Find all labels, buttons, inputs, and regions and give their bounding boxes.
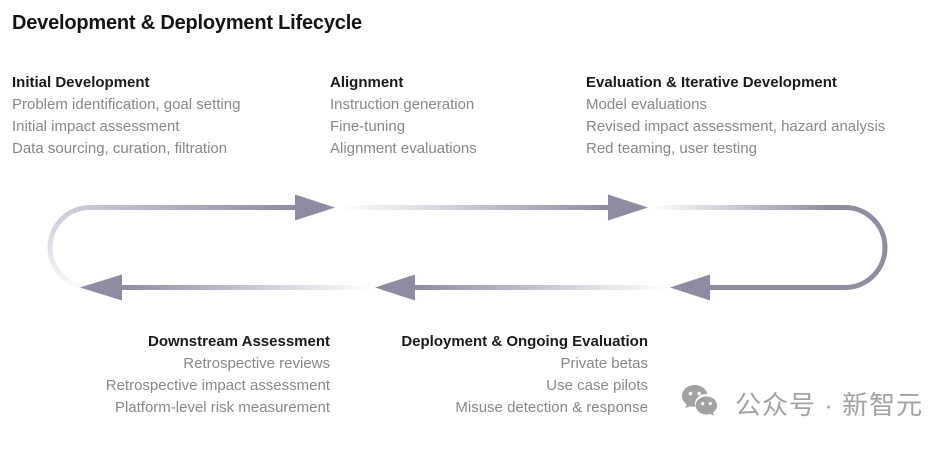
stage-item: Model evaluations — [586, 96, 707, 113]
stage-heading: Deployment & Ongoing Evaluation — [401, 333, 648, 350]
stage-alignment: Alignment Instruction generation Fine-tu… — [330, 72, 477, 160]
stage-item: Private betas — [560, 355, 648, 372]
stage-initial-development: Initial Development Problem identificati… — [12, 72, 240, 160]
stage-deployment-ongoing-evaluation: Deployment & Ongoing Evaluation Private … — [340, 331, 648, 419]
stage-item: Alignment evaluations — [330, 140, 477, 157]
stage-heading: Evaluation & Iterative Development — [586, 74, 837, 91]
stage-item: Red teaming, user testing — [586, 140, 757, 157]
arrow-left-icon-2 — [375, 274, 415, 301]
arrow-left-icon-1 — [670, 274, 710, 301]
watermark-text: 公众号 · 新智元 — [735, 389, 924, 420]
stage-item: Fine-tuning — [330, 118, 406, 135]
arrow-right-icon-2 — [608, 194, 648, 221]
wechat-icon — [682, 385, 718, 416]
stage-evaluation-iterative-development: Evaluation & Iterative Development Model… — [586, 72, 885, 160]
page-title: Development & Deployment Lifecycle — [12, 12, 362, 34]
stage-heading: Downstream Assessment — [147, 333, 330, 350]
stage-item: Instruction generation — [330, 96, 475, 113]
stage-item: Problem identification, goal setting — [12, 96, 241, 113]
loop-left-cap — [47, 205, 91, 290]
stage-item: Initial impact assessment — [12, 118, 180, 135]
stage-item: Misuse detection & response — [455, 399, 648, 416]
stage-item: Retrospective impact assessment — [105, 377, 330, 394]
arrow-right-icon-1 — [295, 194, 335, 221]
stage-item: Retrospective reviews — [183, 355, 330, 372]
stage-item: Use case pilots — [546, 377, 648, 394]
stage-item: Revised impact assessment, hazard analys… — [586, 118, 886, 135]
stage-item: Data sourcing, curation, filtration — [12, 140, 228, 157]
stage-item: Platform-level risk measurement — [114, 399, 330, 416]
stage-heading: Initial Development — [12, 74, 150, 91]
stage-heading: Alignment — [330, 74, 404, 91]
watermark: 公众号 · 新智元 — [681, 383, 923, 423]
stage-downstream-assessment: Downstream Assessment Retrospective revi… — [12, 331, 330, 419]
arrow-left-icon-3 — [80, 274, 122, 301]
loop-right-cap — [844, 205, 888, 290]
